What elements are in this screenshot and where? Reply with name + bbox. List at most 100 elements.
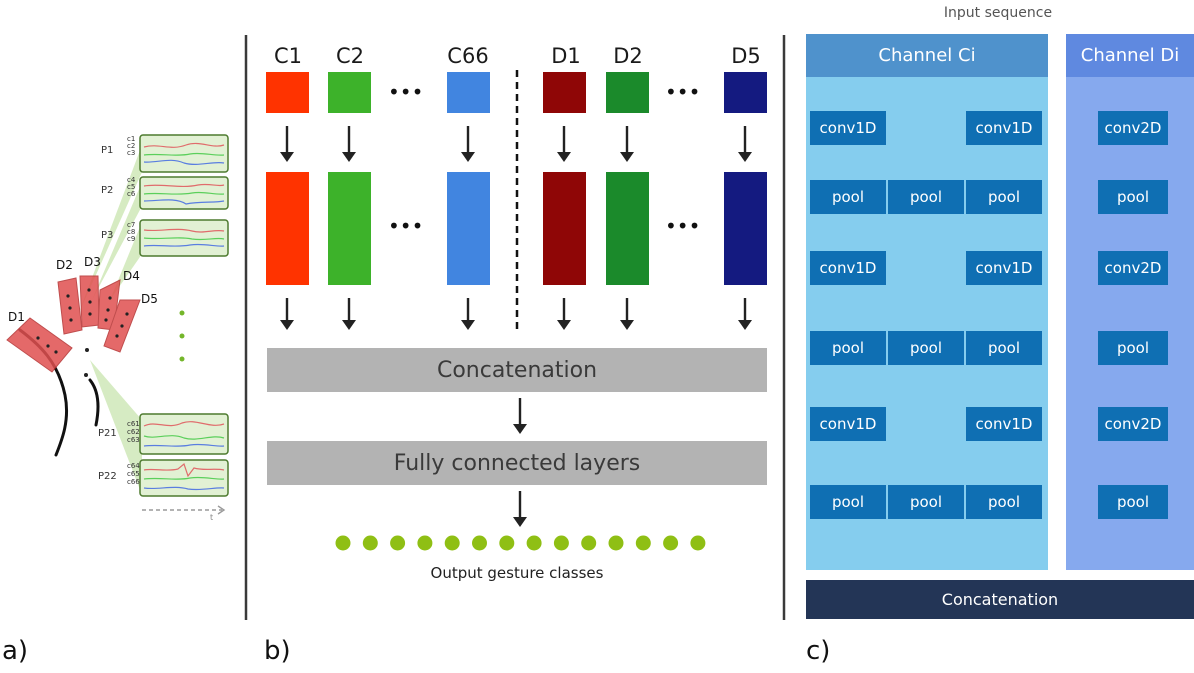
output-class-dot [499, 535, 515, 551]
output-class-dot [362, 535, 378, 551]
panel-b-label: b) [264, 636, 291, 666]
feature-block-c1 [266, 172, 309, 285]
input-sequence-label: Input sequence [943, 5, 1053, 21]
arrow-block-to-feature-2 [342, 126, 356, 162]
arrow-fc-to-output [513, 491, 527, 527]
input-block-c2 [328, 72, 371, 113]
conv1d-layer-1-right: conv1D [966, 111, 1042, 145]
arrow-feature-to-concat-5 [620, 298, 634, 330]
pool-layer-2-left: pool [810, 331, 886, 365]
output-class-dot [390, 535, 406, 551]
pool-layer-3-mid: pool [888, 485, 964, 519]
panel-b-arrows [280, 126, 752, 527]
channel-label-d1: D1 [551, 44, 581, 68]
arrow-block-to-feature-6 [738, 126, 752, 162]
digit-label-d5: D5 [141, 292, 158, 306]
conv1d-layer-3-right: conv1D [966, 407, 1042, 441]
arrow-feature-to-concat-3 [461, 298, 475, 330]
output-class-dot [553, 535, 569, 551]
conv1d-layer-2-right: conv1D [966, 251, 1042, 285]
signal-boxes [139, 134, 229, 497]
feature-block-c66 [447, 172, 490, 285]
arrow-feature-to-concat-6 [738, 298, 752, 330]
arrow-feature-to-concat-4 [557, 298, 571, 330]
finger-sensors [6, 275, 141, 373]
panel-c-label: c) [806, 636, 831, 666]
arrow-concat-to-fc [513, 398, 527, 434]
channel-label-c1: C1 [273, 44, 303, 68]
output-class-dot [608, 535, 624, 551]
pool-layer-2-mid: pool [888, 331, 964, 365]
digit-label-d2: D2 [56, 258, 73, 272]
arrow-block-to-feature-1 [280, 126, 294, 162]
output-class-dot [444, 535, 460, 551]
pool-layer-3-right: pool [966, 485, 1042, 519]
feature-block-d1 [543, 172, 586, 285]
pad-label-p2: P2 [101, 185, 114, 196]
output-class-dot [417, 535, 433, 551]
output-class-dot [635, 535, 651, 551]
pad-label-p22: P22 [98, 471, 117, 482]
concatenation-bar: Concatenation [267, 348, 767, 392]
input-block-d5 [724, 72, 767, 113]
channel-c-header: Channel Ci [806, 34, 1048, 77]
ellipsis-c-mid: ••• [388, 214, 424, 238]
input-block-c66 [447, 72, 490, 113]
pool-layer-1-left: pool [810, 180, 886, 214]
output-class-dot [690, 535, 706, 551]
conv2d-layer-1: conv2D [1098, 111, 1168, 145]
vertical-ellipsis-dots [179, 310, 185, 362]
output-class-dot [335, 535, 351, 551]
output-class-dot [663, 535, 679, 551]
pool2d-layer-1: pool [1098, 180, 1168, 214]
arrow-block-to-feature-4 [557, 126, 571, 162]
digit-label-d1: D1 [8, 310, 25, 324]
digit-label-d4: D4 [123, 269, 140, 283]
channel-d-header: Channel Di [1066, 34, 1194, 77]
feature-block-d5 [724, 172, 767, 285]
pad-label-p21: P21 [98, 428, 117, 439]
digit-label-d3: D3 [84, 255, 101, 269]
time-axis-label: t [210, 513, 214, 522]
channel-label-d2: D2 [613, 44, 643, 68]
arrow-block-to-feature-3 [461, 126, 475, 162]
channel-label-c66: C66 [447, 44, 489, 68]
pool2d-layer-3: pool [1098, 485, 1168, 519]
arrow-feature-to-concat-1 [280, 298, 294, 330]
pool-layer-1-mid: pool [888, 180, 964, 214]
channel-label-c2: C2 [335, 44, 365, 68]
input-block-d2 [606, 72, 649, 113]
conv1d-layer-3-left: conv1D [810, 407, 886, 441]
panel-a-label: a) [2, 636, 29, 666]
feature-block-d2 [606, 172, 649, 285]
arrow-feature-to-concat-2 [342, 298, 356, 330]
pool2d-layer-2: pool [1098, 331, 1168, 365]
pool-layer-2-right: pool [966, 331, 1042, 365]
output-class-dot [472, 535, 487, 551]
pad-label-p3: P3 [101, 230, 114, 241]
ellipsis-d-mid: ••• [665, 214, 701, 238]
conv2d-layer-2: conv2D [1098, 251, 1168, 285]
ellipsis-d-top: ••• [665, 80, 701, 104]
output-class-dot [526, 535, 542, 551]
channel-concatenation-bar: Concatenation [806, 580, 1194, 619]
output-class-dot [581, 535, 597, 551]
input-block-d1 [543, 72, 586, 113]
pool-layer-3-left: pool [810, 485, 886, 519]
output-gesture-dots [335, 535, 706, 551]
panel-b-graphics [244, 35, 786, 620]
conv1d-layer-1-left: conv1D [810, 111, 886, 145]
ellipsis-c-top: ••• [388, 80, 424, 104]
output-classes-label: Output gesture classes [430, 564, 604, 582]
fully-connected-bar: Fully connected layers [267, 441, 767, 485]
sensor-projection-beams [78, 145, 142, 495]
conv2d-layer-3: conv2D [1098, 407, 1168, 441]
feature-block-c2 [328, 172, 371, 285]
pad-label-p1: P1 [101, 145, 114, 156]
conv1d-layer-2-left: conv1D [810, 251, 886, 285]
